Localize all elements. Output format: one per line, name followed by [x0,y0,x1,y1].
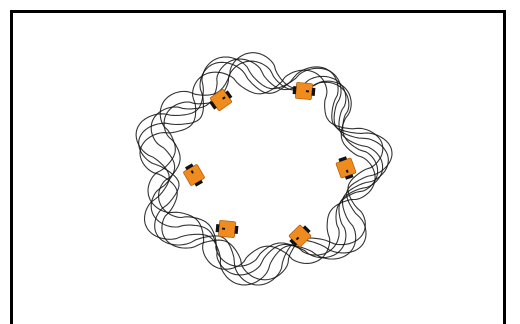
robot [182,161,207,188]
robot-body [218,220,235,237]
robot-body [295,82,312,99]
robot-heading-marker [306,90,309,92]
robot-heading-marker [222,228,225,230]
robot [215,220,239,238]
robot [292,82,316,100]
robot [207,87,234,113]
robot-body [336,158,357,179]
